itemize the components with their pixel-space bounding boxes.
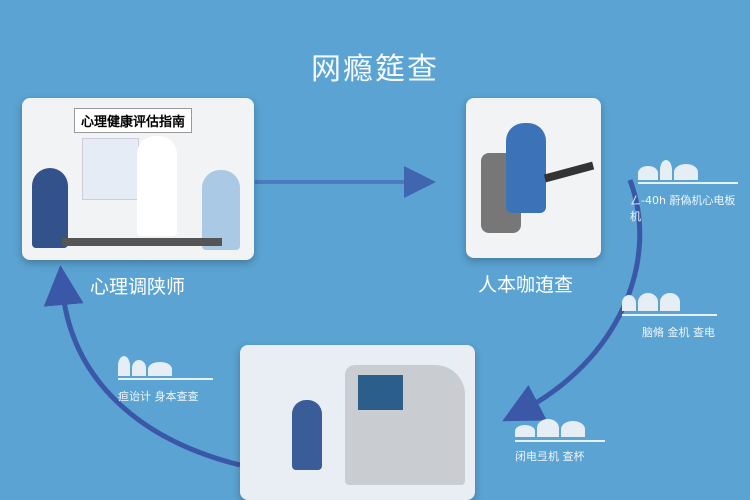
guide-sign: 心理健康评估指南 xyxy=(74,108,193,133)
page-title: 网瘾筵查 xyxy=(311,52,439,87)
desk xyxy=(62,238,222,246)
patient-figure xyxy=(32,168,68,248)
machine-screen xyxy=(358,375,403,410)
step-label-counselor: 心理调陕师 xyxy=(90,276,186,298)
doctor-figure xyxy=(137,136,177,236)
annotation-ecg: ㄥ-40h 蔚偽机心电板机 xyxy=(630,160,738,224)
annotation-eeg: 脑脩 金机 查电 xyxy=(622,292,717,340)
device-cluster-icon xyxy=(118,356,213,380)
step-label-physical-exam: 人本咖迶查 xyxy=(478,274,574,296)
device-cluster-icon xyxy=(638,160,738,184)
annotation-body: 疸诒计 身本查查 xyxy=(118,356,213,404)
card-machine-exam xyxy=(240,345,475,500)
card-physical-exam xyxy=(466,98,601,258)
device-cluster-icon xyxy=(622,292,717,316)
patient-figure xyxy=(506,123,546,213)
arrow-bottom xyxy=(43,265,241,468)
companion-figure xyxy=(202,170,240,250)
card-counselor: 心理健康评估指南 xyxy=(22,98,254,260)
whiteboard xyxy=(82,138,139,200)
device-cluster-icon xyxy=(515,418,605,442)
annotation-machine: 闭电弖机 查杯 xyxy=(515,418,605,464)
blood-pressure-cuff xyxy=(543,161,595,183)
patient-figure xyxy=(292,400,322,470)
